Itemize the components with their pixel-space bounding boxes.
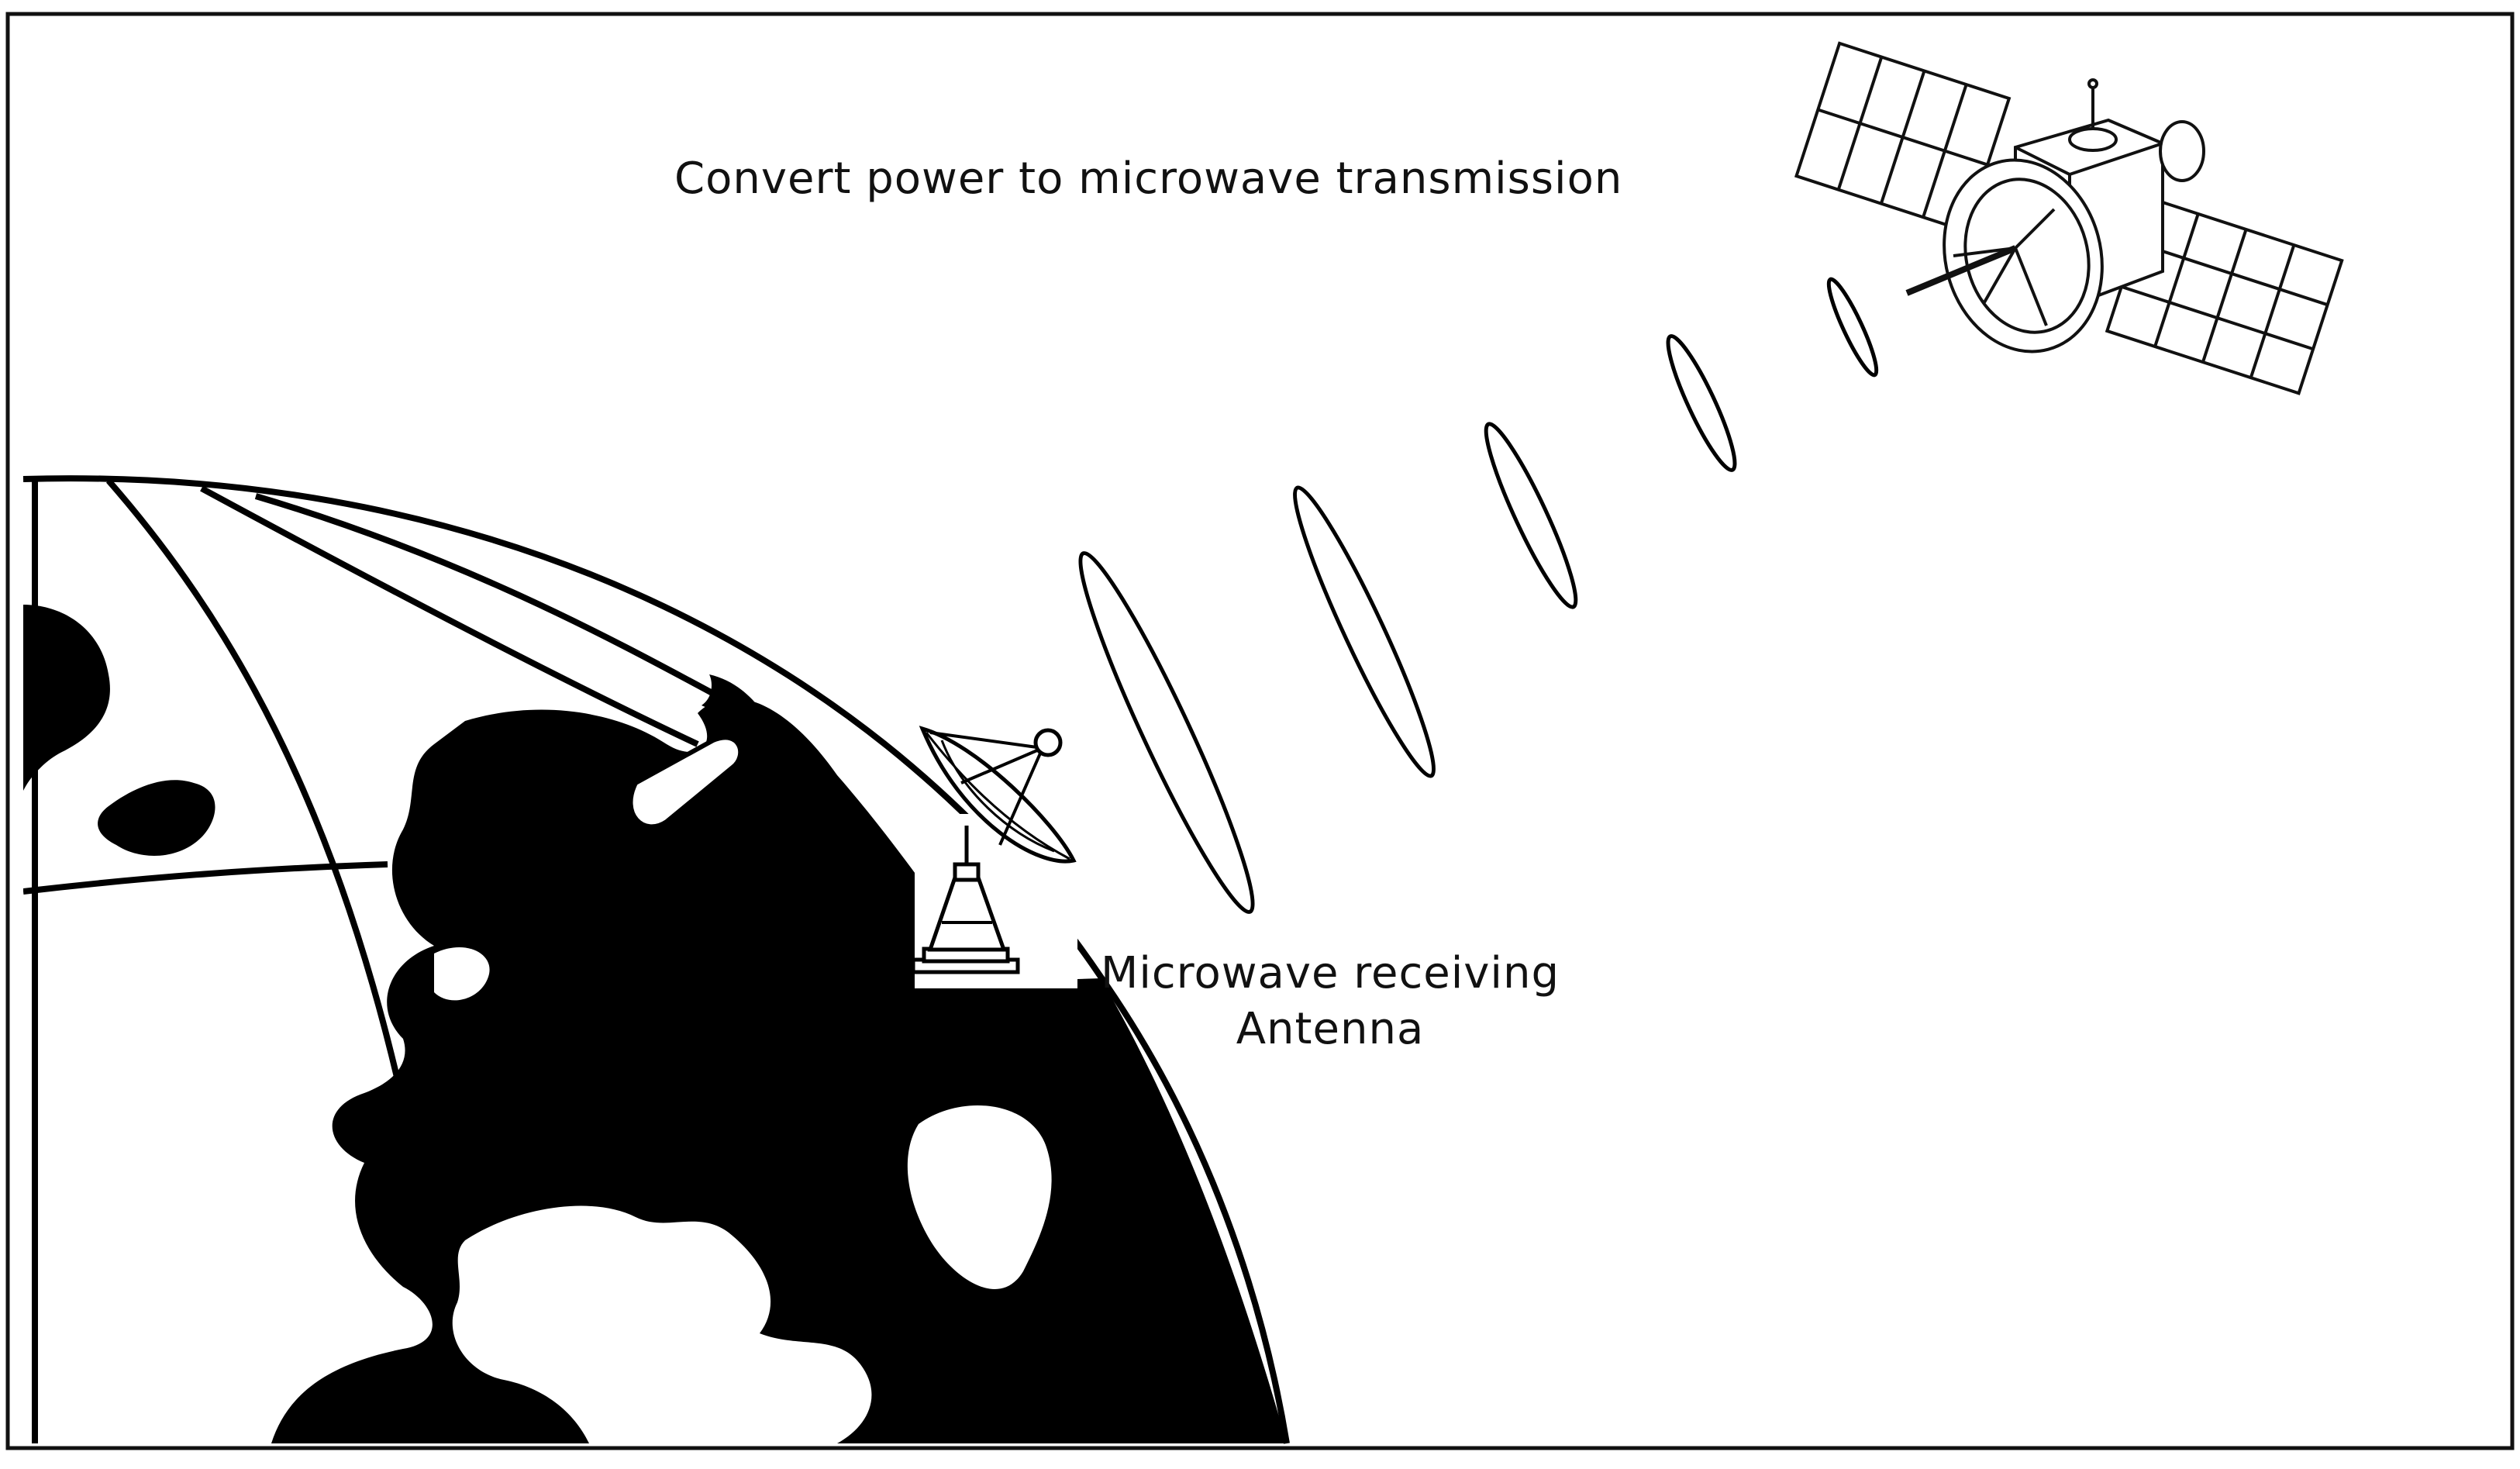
beam-ellipse-4 bbox=[1666, 334, 1737, 472]
diagram-frame bbox=[5, 12, 2515, 1450]
island-left bbox=[98, 780, 215, 856]
solar-panel-left bbox=[1794, 41, 2012, 233]
microwave-beam-icon bbox=[1078, 277, 1879, 914]
continent-left bbox=[23, 605, 110, 791]
beam-ellipse-2 bbox=[1292, 485, 1436, 778]
beam-ellipse-3 bbox=[1484, 422, 1578, 609]
label-transmit: Convert power to microwave transmission bbox=[674, 153, 1623, 204]
land-gap-1 bbox=[434, 947, 490, 1001]
beam-ellipse-1 bbox=[1078, 551, 1255, 914]
grid-inset bbox=[628, 735, 743, 829]
land-gap-2 bbox=[907, 1105, 1052, 1289]
peninsula-north bbox=[702, 674, 775, 736]
label-receive: Microwave receiving Antenna bbox=[1101, 946, 1560, 1057]
solar-panel-right bbox=[2105, 196, 2344, 395]
beam-ellipse-5 bbox=[1826, 277, 1879, 378]
globe-grid bbox=[23, 478, 722, 1444]
satellite-icon bbox=[1794, 41, 2344, 395]
label-receive-line2: Antenna bbox=[1236, 1004, 1425, 1054]
land-gap-3 bbox=[452, 1205, 872, 1443]
dish-antenna-icon bbox=[911, 726, 1077, 988]
earth-globe-icon bbox=[22, 475, 1290, 1444]
label-receive-line1: Microwave receiving bbox=[1101, 948, 1560, 998]
